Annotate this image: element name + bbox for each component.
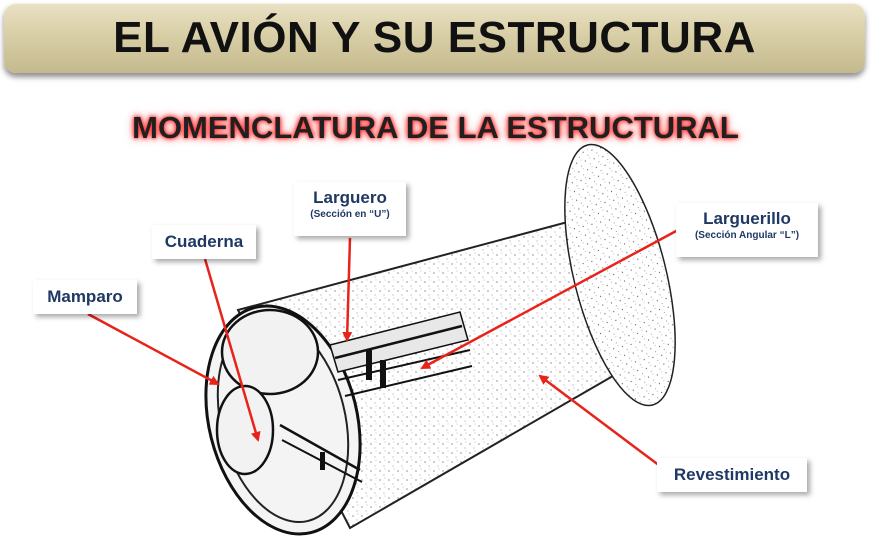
title-banner: EL AVIÓN Y SU ESTRUCTURA <box>4 3 865 73</box>
arrow-larguero <box>342 237 353 342</box>
label-larguero: Larguero (Sección en “U”) <box>294 182 406 236</box>
label-larguerillo-main: Larguerillo <box>703 209 791 228</box>
label-mamparo-main: Mamparo <box>47 287 123 306</box>
arrow-cuaderna <box>203 258 261 442</box>
page-title: EL AVIÓN Y SU ESTRUCTURA <box>113 13 756 62</box>
page-subtitle: MOMENCLATURA DE LA ESTRUCTURAL <box>132 110 739 145</box>
label-larguerillo-sub: (Sección Angular “L”) <box>694 230 800 241</box>
label-cuaderna-main: Cuaderna <box>164 232 244 251</box>
bulkhead-shape <box>215 308 320 476</box>
label-revestimiento-main: Revestimiento <box>673 465 791 484</box>
arrow-larguerillo <box>420 228 679 370</box>
label-larguero-sub: (Sección en “U”) <box>310 209 390 220</box>
arrow-revestimiento <box>538 374 661 467</box>
label-mamparo: Mamparo <box>33 280 137 314</box>
label-revestimiento: Revestimiento <box>657 458 807 492</box>
callout-arrows <box>87 228 679 467</box>
arrow-mamparo <box>87 312 220 386</box>
label-larguerillo: Larguerillo (Sección Angular “L”) <box>676 203 818 257</box>
label-larguero-main: Larguero <box>313 188 387 207</box>
label-cuaderna: Cuaderna <box>152 225 256 259</box>
